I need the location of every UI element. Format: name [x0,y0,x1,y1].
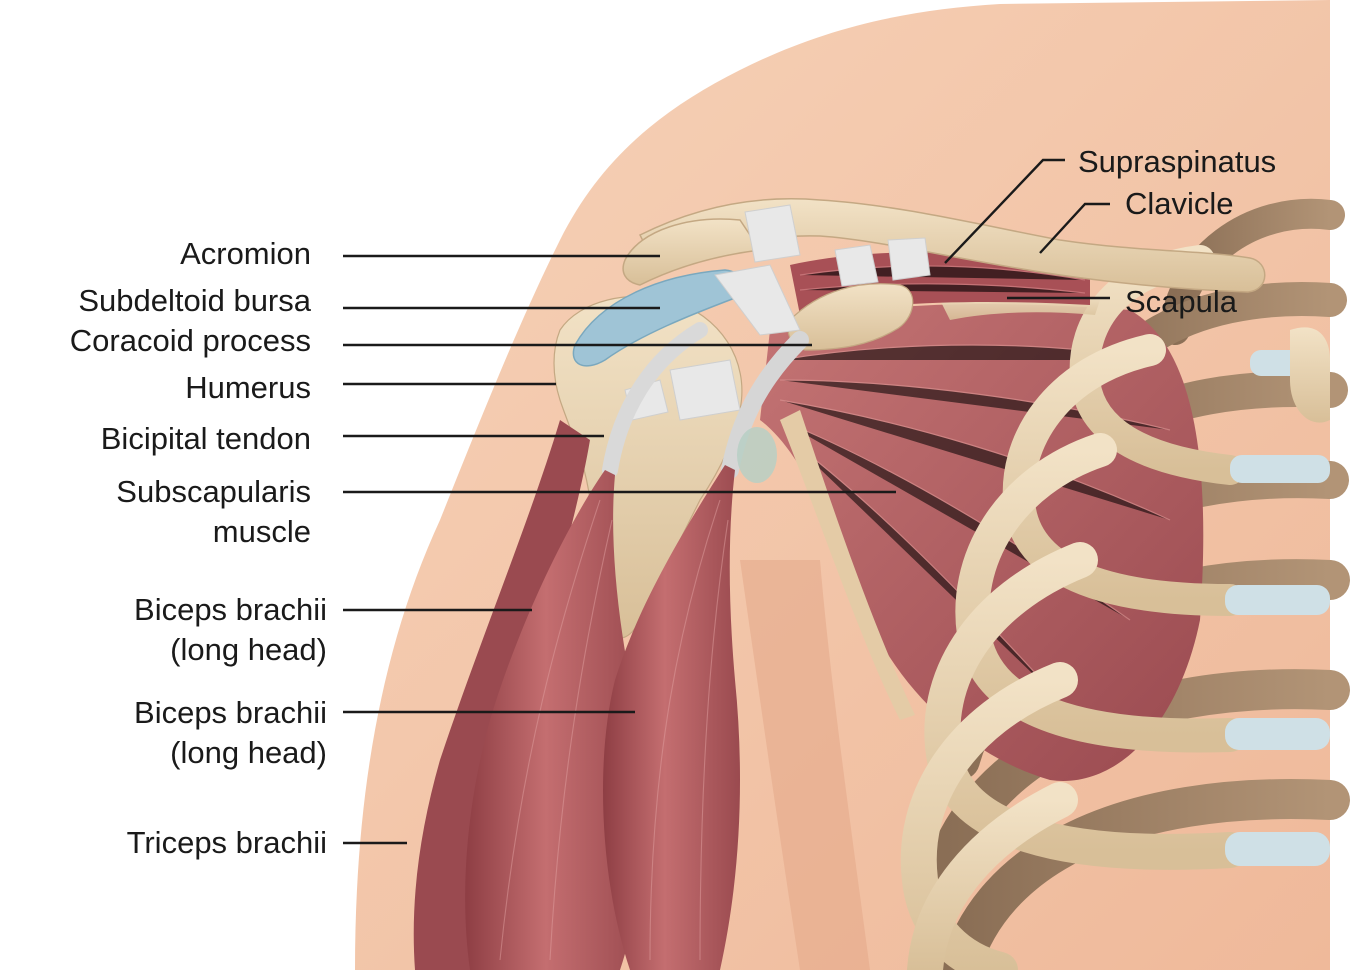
sternum [1290,327,1330,423]
bicipital-tendon-long [602,322,708,478]
joint-cartilage [737,427,777,483]
label-triceps: Triceps brachii [127,825,327,860]
biceps-fibers [499,499,729,961]
label-supraspinatus: Supraspinatus [1078,144,1276,179]
label-clavicle: Clavicle [1125,186,1234,221]
label-subscapularis-line1: Subscapularis [116,474,311,509]
leader-lines [343,158,1110,845]
label-acromion: Acromion [180,236,311,271]
label-subdeltoid-bursa: Subdeltoid bursa [78,283,311,318]
label-scapula: Scapula [1125,284,1238,319]
underarm-shadow [740,560,870,970]
scapula-lateral-border [780,410,915,720]
label-biceps-long-1-line1: Biceps brachii [134,592,327,627]
label-coracoid-process: Coracoid process [70,323,311,358]
bicipital-tendon-short [721,331,809,479]
label-subscapularis-line2: muscle [213,514,311,549]
leader-clavicle [1039,202,1110,254]
labels-left: Acromion Subdeltoid bursa Coracoid proce… [70,236,327,860]
clavicle-bone [638,198,1266,293]
label-biceps-long-2-line2: (long head) [170,735,327,770]
biceps-long-head-2-muscle [603,465,740,970]
acromion-bone [622,218,762,286]
label-bicipital-tendon: Bicipital tendon [101,421,311,456]
label-humerus: Humerus [185,370,311,405]
leader-supraspinatus [944,158,1065,264]
label-biceps-long-2-line1: Biceps brachii [134,695,327,730]
label-biceps-long-1-line2: (long head) [170,632,327,667]
biceps-long-head-1-muscle [465,470,644,970]
labels-right: Supraspinatus Clavicle Scapula [1078,144,1276,319]
